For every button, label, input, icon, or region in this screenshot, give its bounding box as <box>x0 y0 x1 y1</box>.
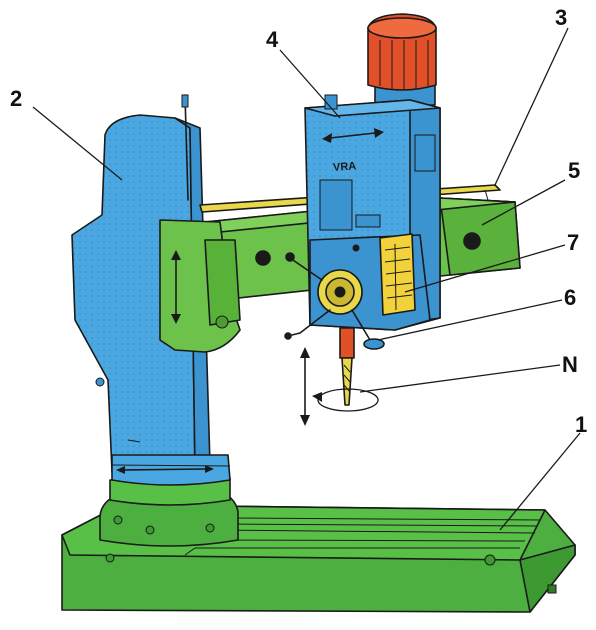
spindle <box>339 327 355 406</box>
t-slots <box>184 517 541 556</box>
motor <box>367 13 437 106</box>
column-pedestal <box>99 477 239 547</box>
vertical-travel-arrow-icon <box>171 250 181 324</box>
depth-scale <box>379 233 416 316</box>
callout-1: 1 <box>575 412 587 437</box>
rotation-motion-icon <box>312 388 379 412</box>
rotation-arrow-icon <box>116 465 214 474</box>
brand-plate: VRA <box>333 160 357 174</box>
callout-3: 3 <box>555 5 567 30</box>
callout-leaders <box>32 27 581 531</box>
callout-labels: 1 2 3 4 5 6 7 N <box>10 5 587 437</box>
callout-2: 2 <box>10 86 22 111</box>
horizontal-travel-arrow-icon <box>322 128 384 143</box>
callout-6: 6 <box>564 285 576 310</box>
callout-4: 4 <box>266 27 279 52</box>
feed-motion-arrow-icon <box>300 347 310 426</box>
callout-7: 7 <box>567 230 579 255</box>
callout-5: 5 <box>568 158 580 183</box>
drill-head: VRA <box>284 13 441 406</box>
callout-N: N <box>562 352 578 377</box>
feed-handwheel <box>284 252 385 350</box>
column <box>71 94 231 486</box>
